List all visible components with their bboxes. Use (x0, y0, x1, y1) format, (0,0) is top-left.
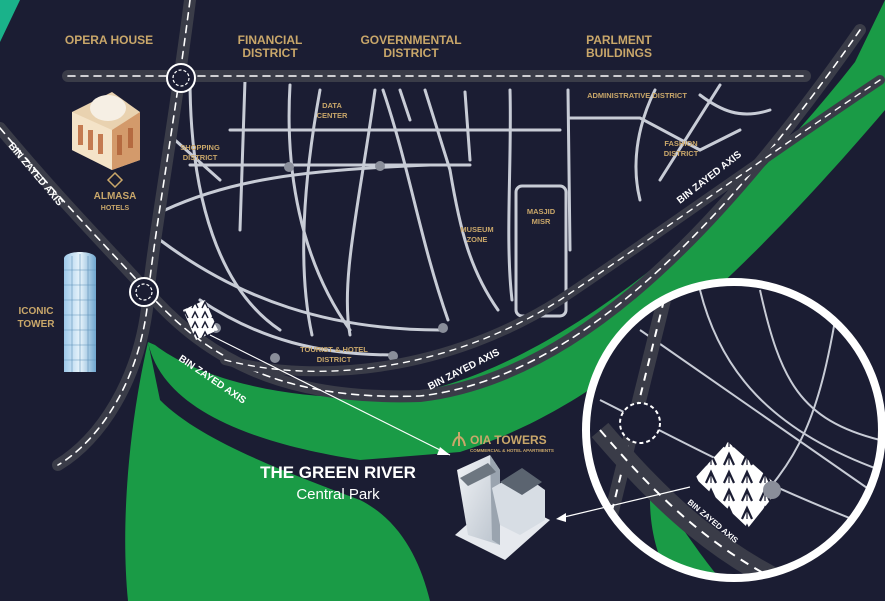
label-iconic-2: TOWER (17, 319, 55, 330)
label-fashion-2: DISTRICT (664, 149, 699, 158)
intersection-dots (211, 161, 448, 363)
label-tourist-2: DISTRICT (317, 355, 352, 364)
label-data-center-1: DATA (322, 101, 342, 110)
almasa-name: ALMASA (94, 191, 137, 202)
label-masjid-2: MISR (532, 217, 551, 226)
almasa-logo-icon (106, 171, 124, 189)
label-parliament-1: PARLMENT (586, 33, 652, 47)
label-data-center-2: CENTER (317, 111, 348, 120)
oia-logo-icon (452, 432, 466, 447)
roundabout-icon (129, 277, 159, 307)
green-river-park-west (125, 342, 430, 601)
park-subtitle: Central Park (296, 486, 380, 503)
label-parliament-2: BUILDINGS (586, 46, 652, 60)
label-governmental-2: DISTRICT (383, 46, 439, 60)
pointer-line (209, 334, 451, 456)
label-masjid-1: MASJID (527, 207, 556, 216)
label-iconic-1: ICONIC (19, 306, 54, 317)
label-shopping-2: DISTRICT (183, 153, 218, 162)
label-opera-house: OPERA HOUSE (65, 33, 153, 47)
roundabout-icon (166, 63, 196, 93)
label-shopping-1: SHOPPING (180, 143, 220, 152)
project-towers-icon (455, 455, 550, 560)
label-administrative: ADMINISTRATIVE DISTRICT (587, 91, 687, 100)
park-title: THE GREEN RIVER (260, 463, 416, 482)
label-governmental-1: GOVERNMENTAL (360, 33, 461, 47)
corner-accent (0, 0, 20, 42)
oia-logo-tagline: COMMERCIAL & HOTEL APARTMENTS (470, 448, 554, 453)
label-financial-2: DISTRICT (242, 46, 298, 60)
project-plot-marker-icon (183, 300, 218, 340)
oia-logo-name: OIA TOWERS (470, 433, 547, 447)
label-museum-2: ZONE (467, 235, 488, 244)
street-grid (158, 76, 772, 357)
label-tourist-1: TOURIST & HOTEL (300, 345, 368, 354)
zoom-inset-icon (582, 278, 885, 582)
inset-pointer-line (559, 486, 691, 519)
pointer-arrow (437, 447, 450, 455)
inset-pointer-arrow (556, 513, 566, 522)
almasa-sub: HOTELS (101, 205, 130, 212)
tower-building-icon (64, 252, 96, 372)
label-museum-1: MUSEUM (460, 225, 493, 234)
label-fashion-1: FASHION (664, 139, 697, 148)
label-financial-1: FINANCIAL (238, 33, 303, 47)
road-label-bin-zayed-west: BIN ZAYED AXIS (6, 141, 65, 209)
hotel-building-icon (72, 92, 140, 170)
